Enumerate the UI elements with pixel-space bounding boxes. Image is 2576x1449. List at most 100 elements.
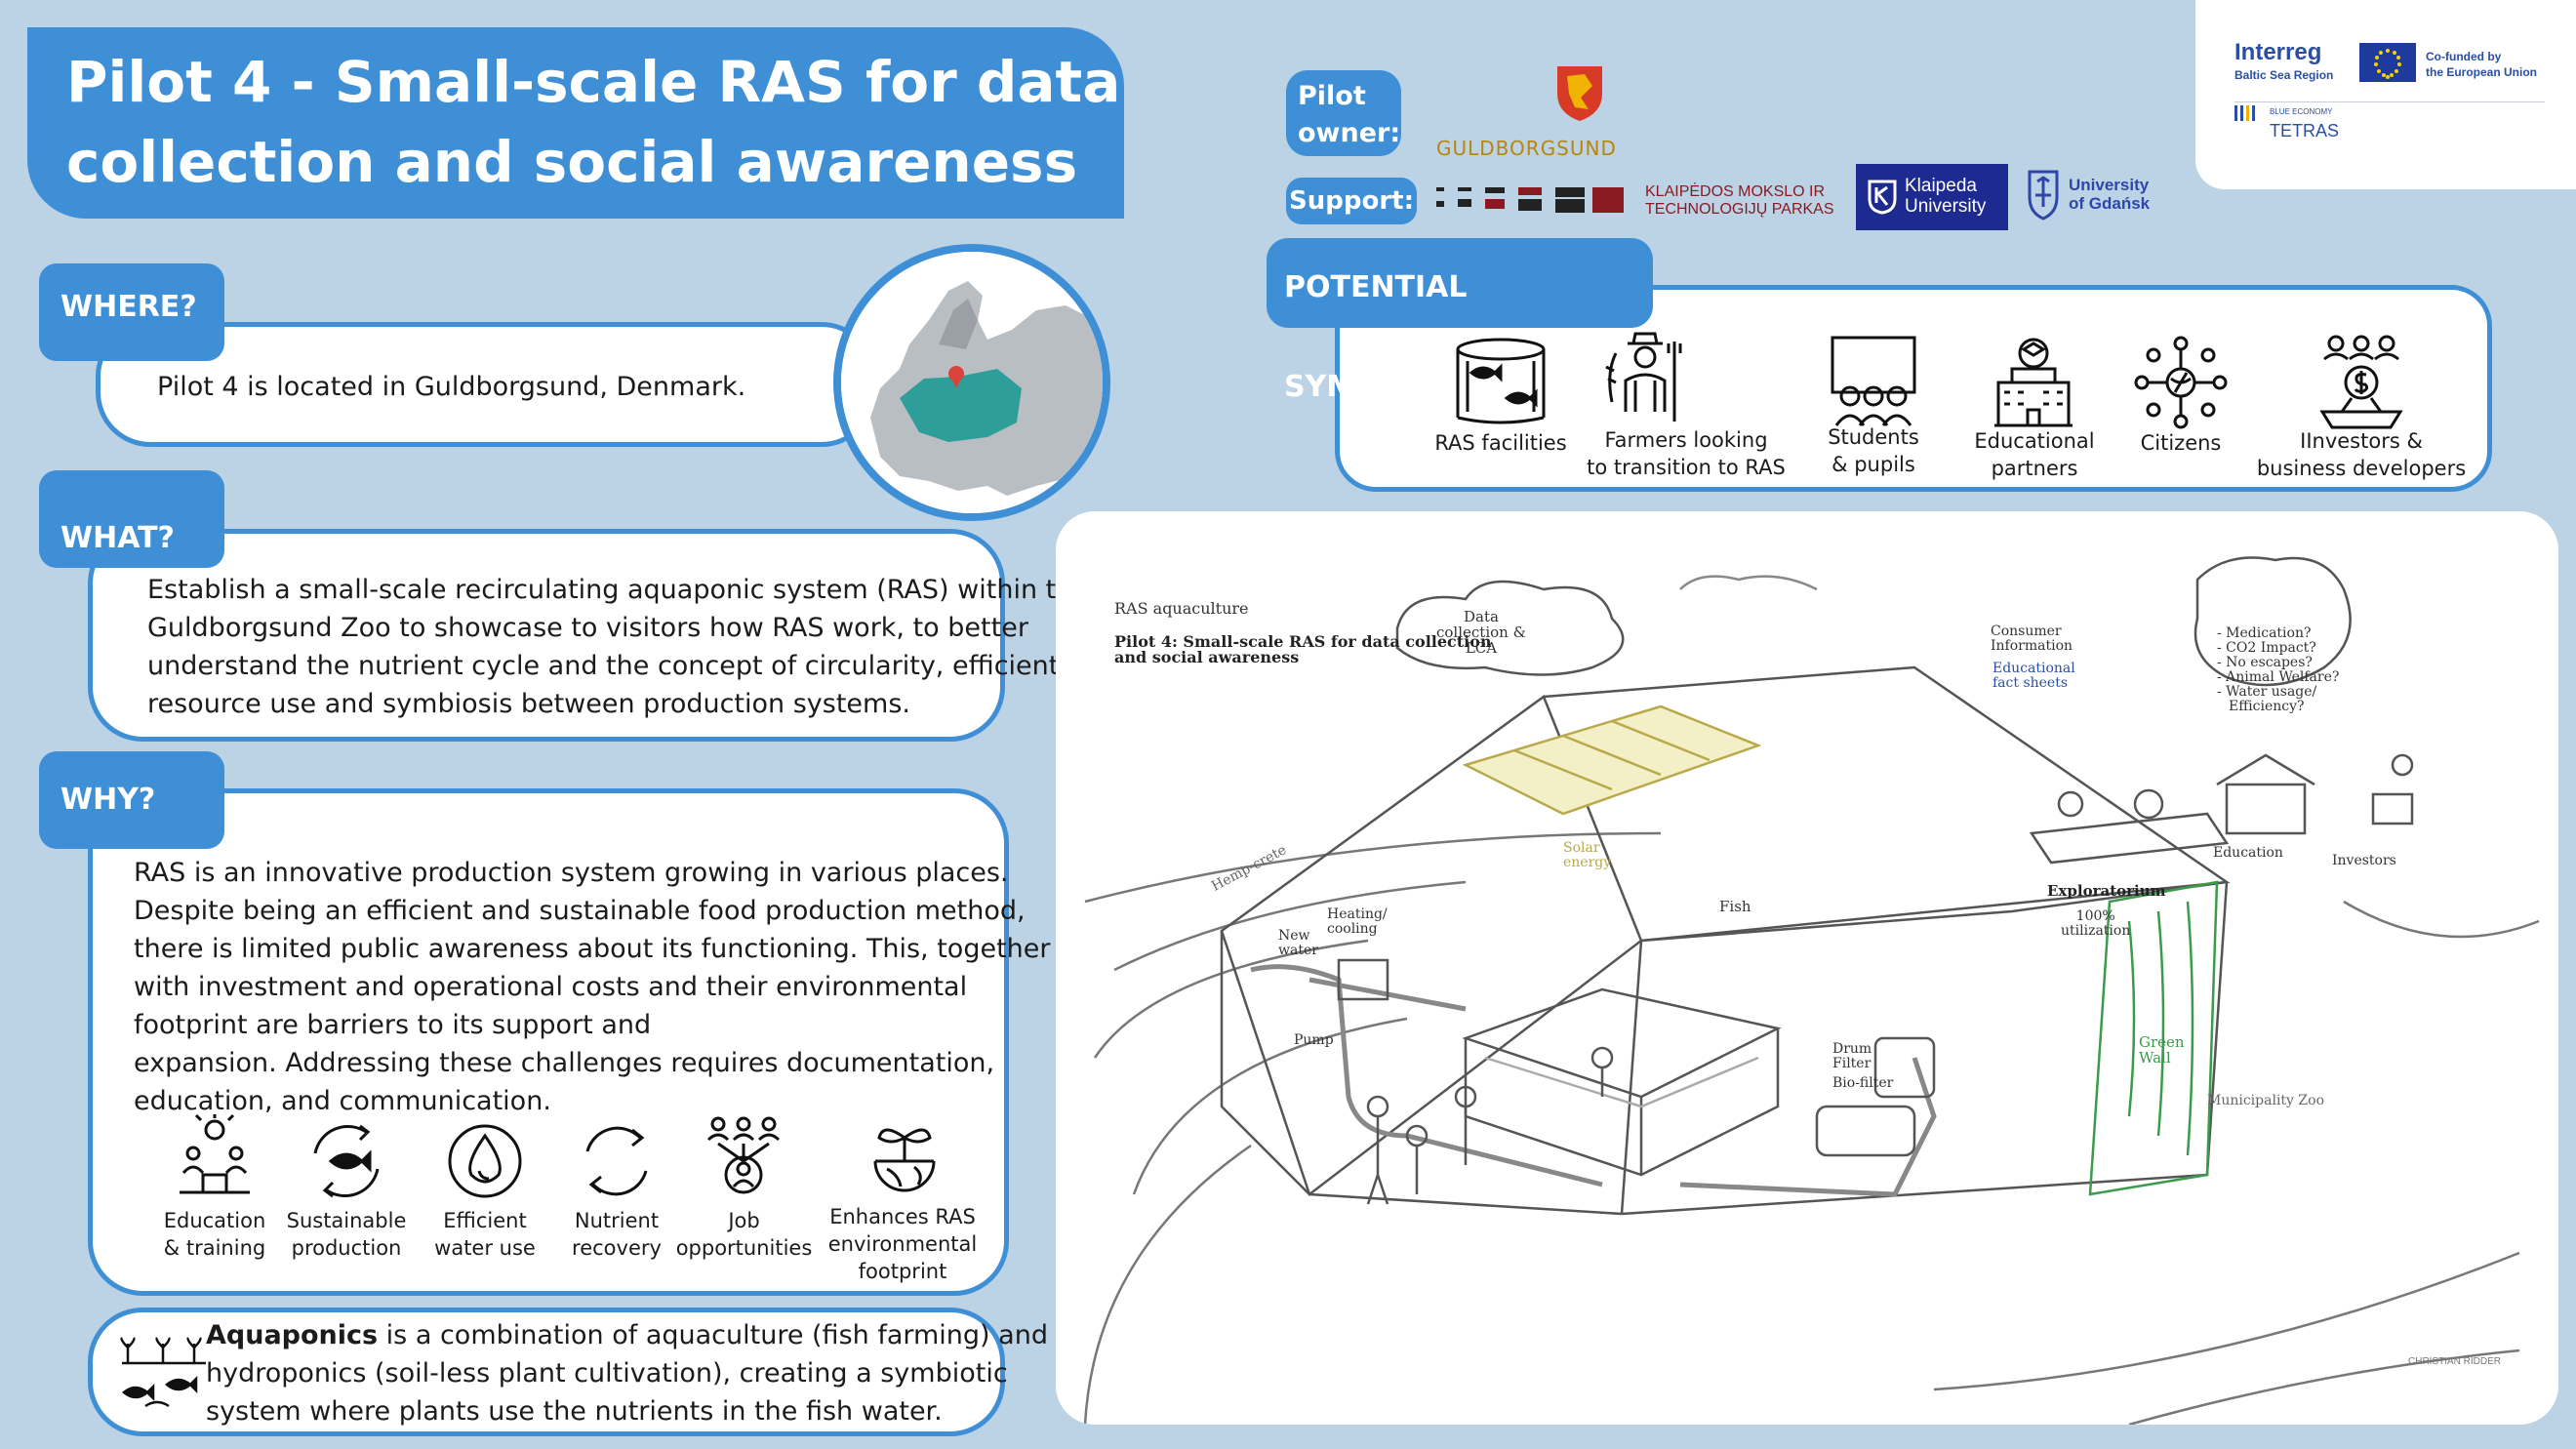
sketch-label-exploratorium: Exploratorium [2047,882,2166,900]
cycle-arrows-icon [585,1126,648,1196]
page-title-line1: Pilot 4 - Small-scale RAS for data [66,49,1121,115]
guldborgsund-name: GULDBORGSUND [1436,137,1617,160]
what-line: understand the nutrient cycle and the co… [147,651,1060,681]
why-panel: RAS is an innovative production system g… [88,788,1050,1296]
why-line: expansion. Addressing these challenges r… [134,1048,995,1078]
sketch-label-biofilter: Bio-filter [1832,1075,1894,1091]
where-panel: Pilot 4 is located in Guldborgsund, Denm… [96,322,876,447]
title-banner: Pilot 4 - Small-scale RAS for data colle… [27,27,1124,219]
sketch-subtitle: and social awareness [1114,648,1300,666]
benefits-icons [180,1113,936,1198]
what-text: Establish a small-scale recirculating aq… [147,571,1089,723]
tetras-wordmark: TETRAS [2270,121,2340,141]
what-line: resource use and symbiosis between produ… [147,689,910,719]
sketch-questions: - Medication?- CO2 Impact?- No escapes? … [2217,625,2340,714]
symbioses-icons [1456,332,2403,429]
aquaponics-term: Aquaponics [206,1320,379,1350]
ras-sketch-illustration [1083,556,2540,1425]
investors-icon [2319,335,2403,429]
sketch-label-utilization: 100%utilization [2061,908,2131,939]
why-line: there is limited public awareness about … [134,934,1051,964]
aquaponics-line2: hydroponics (soil-less plant cultivation… [206,1358,1008,1389]
benefit-caption: Education& training [163,1209,266,1260]
fish-tank-icon [1456,338,1546,424]
sketch-label-zoo: Municipality Zoo [2207,1093,2324,1108]
school-building-icon [1994,338,2073,427]
why-line: education, and communication. [134,1086,551,1116]
interreg-region: Baltic Sea Region [2234,68,2334,82]
what-label: WHAT? [39,470,224,568]
citizens-network-icon [2134,336,2228,429]
blue-economy-text: BLUE ECONOMY [2270,107,2333,116]
sketch-label-investors: Investors [2332,853,2396,868]
recycle-fish-icon [313,1124,380,1198]
klaipeda-university-name: Klaipeda University [1905,176,1987,217]
symbiosis-caption: Citizens [2140,431,2222,455]
university-gdansk-name: University of Gdańsk [2069,176,2151,213]
sketch-artist-signature: CHRISTIAN RIDDER [2408,1356,2502,1367]
tetras-bars-icon [2234,105,2255,121]
sketch-header: RAS aquaculture [1114,599,1249,618]
kmtp-logo: KLAIPĖDOS MOKSLO IR TECHNOLOGIJŲ PARKAS [1436,183,1846,222]
klaipeda-university-logo: Klaipeda University [1856,164,2008,230]
guldborgsund-crest-icon [1557,66,1602,121]
sketch-label-heating: Heating/cooling [1327,906,1388,937]
sketch-label-pump: Pump [1294,1032,1334,1048]
why-line: Despite being an efficient and sustainab… [134,896,1026,926]
eu-flag-icon [2359,43,2416,82]
why-line: with investment and operational costs an… [134,972,968,1002]
where-text: Pilot 4 is located in Guldborgsund, Denm… [157,372,746,402]
interreg-wordmark: Interreg [2234,39,2322,65]
aquaponics-line1: is a combination of aquaculture (fish fa… [378,1320,1048,1350]
ras-sketch-panel: RAS aquaculture Pilot 4: Small-scale RAS… [1056,511,2558,1425]
why-line: footprint are barriers to its support an… [134,1010,652,1040]
aquaponics-line3: system where plants use the nutrients in… [206,1396,943,1427]
farmer-icon [1605,332,1682,422]
guldborgsund-logo: GULDBORGSUND [1436,64,1616,162]
education-icon [180,1113,250,1194]
europe-map [833,244,1110,521]
sketch-subtitle: Pilot 4: Small-scale RAS for data collec… [1114,632,1492,651]
kmtp-name: KLAIPĖDOS MOKSLO IR TECHNOLOGIJŲ PARKAS [1645,183,1834,218]
klaipeda-crest-icon [1868,180,1897,215]
why-label: WHY? [39,751,224,849]
water-drop-icon [448,1124,522,1198]
gdansk-crest-icon [2028,170,2059,221]
what-panel: Establish a small-scale recirculating aq… [88,529,1089,742]
symbioses-label: POTENTIAL SYMBIOSES [1267,238,1653,404]
university-gdansk-logo: University of Gdańsk [2026,168,2182,226]
aquaponics-text: Aquaponics is a combination of aquacultu… [206,1316,1048,1430]
logo-divider [2234,101,2545,102]
people-network-icon [706,1116,781,1194]
sketch-label-fish: Fish [1719,898,1751,915]
aquaponics-panel: Aquaponics is a combination of aquacultu… [88,1308,1048,1436]
why-line: RAS is an innovative production system g… [134,858,1009,888]
symbiosis-caption: Students& pupils [1828,425,1919,476]
what-line: Guldborgsund Zoo to showcase to visitors… [147,613,1028,643]
kmtp-mark-icon [1436,187,1624,213]
page-title-line2: collection and social awareness [66,129,1078,195]
where-label: WHERE? [39,263,224,361]
symbiosis-caption: RAS facilities [1434,431,1567,455]
sprout-globe-icon [873,1128,936,1192]
sketch-label-education: Education [2213,845,2283,861]
fish-plant-icon [120,1337,206,1408]
why-text: RAS is an innovative production system g… [134,854,1050,1120]
students-icon [1831,336,1916,426]
